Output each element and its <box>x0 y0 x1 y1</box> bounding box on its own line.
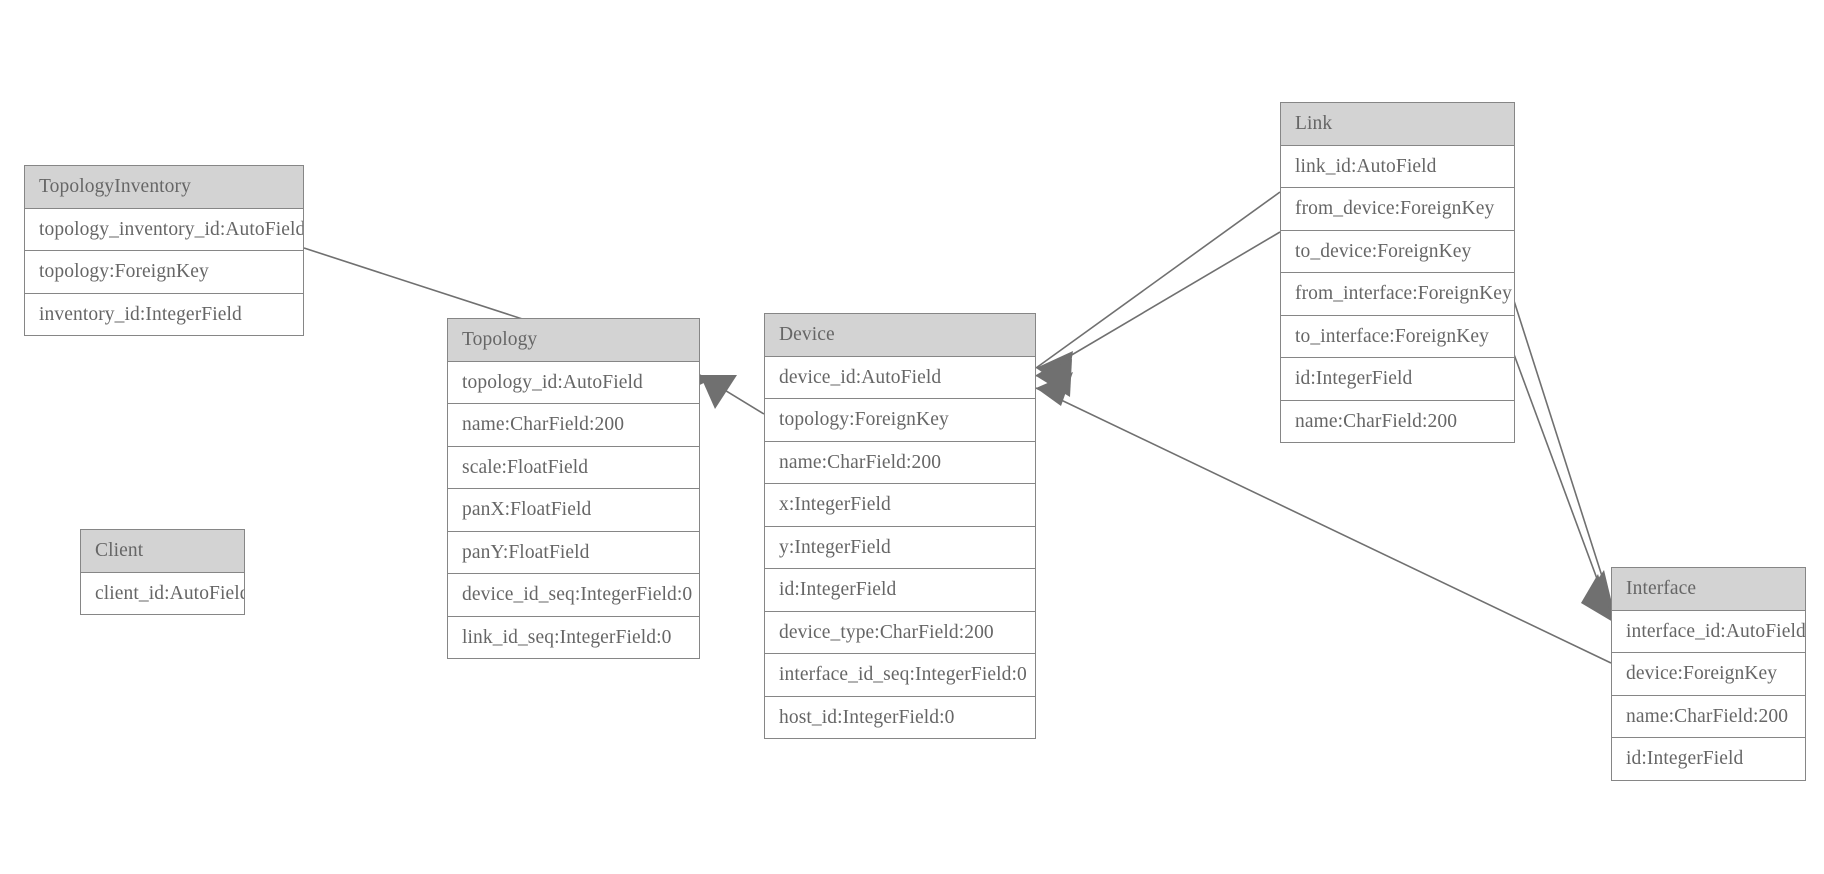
entity-attribute: topology_id:AutoField <box>448 361 699 404</box>
entity-link[interactable]: Link link_id:AutoField from_device:Forei… <box>1280 102 1515 443</box>
entity-attribute: topology:ForeignKey <box>765 399 1035 442</box>
entity-attribute: name:CharField:200 <box>765 441 1035 484</box>
entity-attribute: topology:ForeignKey <box>25 251 303 294</box>
entity-attribute: name:CharField:200 <box>1612 695 1805 738</box>
edge-link-frominterface-interface <box>1507 281 1617 621</box>
entity-attribute: host_id:IntegerField:0 <box>765 696 1035 739</box>
entity-attribute: panY:FloatField <box>448 531 699 574</box>
entity-attribute: device_type:CharField:200 <box>765 611 1035 654</box>
entity-attribute: to_device:ForeignKey <box>1281 230 1514 273</box>
entity-title: Device <box>765 314 1035 357</box>
edge-link-tointerface-interface <box>1501 321 1614 623</box>
entity-attribute: link_id_seq:IntegerField:0 <box>448 616 699 659</box>
entity-title: Client <box>81 530 244 573</box>
entity-attribute: link_id:AutoField <box>1281 145 1514 188</box>
entity-client[interactable]: Client client_id:AutoField <box>80 529 245 615</box>
entity-attribute: id:IntegerField <box>1281 358 1514 401</box>
entity-attribute: device:ForeignKey <box>1612 653 1805 696</box>
entity-attribute: device_id_seq:IntegerField:0 <box>448 574 699 617</box>
entity-title: TopologyInventory <box>25 166 303 209</box>
entity-device[interactable]: Device device_id:AutoField topology:Fore… <box>764 313 1036 739</box>
entity-interface[interactable]: Interface interface_id:AutoField device:… <box>1611 567 1806 781</box>
entity-attribute: scale:FloatField <box>448 446 699 489</box>
entity-attribute: interface_id:AutoField <box>1612 610 1805 653</box>
entity-title: Interface <box>1612 568 1805 611</box>
entity-attribute: from_interface:ForeignKey <box>1281 273 1514 316</box>
entity-attribute: inventory_id:IntegerField <box>25 293 303 336</box>
entity-attribute: device_id:AutoField <box>765 356 1035 399</box>
entity-attribute: x:IntegerField <box>765 484 1035 527</box>
entity-attribute: name:CharField:200 <box>448 404 699 447</box>
entity-title: Link <box>1281 103 1514 146</box>
entity-attribute: from_device:ForeignKey <box>1281 188 1514 231</box>
entity-attribute: topology_inventory_id:AutoField <box>25 208 303 251</box>
entity-attribute: to_interface:ForeignKey <box>1281 315 1514 358</box>
entity-topologyinventory[interactable]: TopologyInventory topology_inventory_id:… <box>24 165 304 336</box>
entity-title: Topology <box>448 319 699 362</box>
edge-link-fromdevice-device <box>1035 191 1281 389</box>
entity-attribute: interface_id_seq:IntegerField:0 <box>765 654 1035 697</box>
entity-attribute: y:IntegerField <box>765 526 1035 569</box>
entity-attribute: id:IntegerField <box>1612 738 1805 781</box>
entity-attribute: name:CharField:200 <box>1281 400 1514 443</box>
entity-attribute: id:IntegerField <box>765 569 1035 612</box>
entity-attribute: panX:FloatField <box>448 489 699 532</box>
edge-device-topology <box>699 374 765 415</box>
edge-link-todevice-device <box>1035 231 1281 397</box>
entity-topology[interactable]: Topology topology_id:AutoField name:Char… <box>447 318 700 659</box>
entity-attribute: client_id:AutoField <box>81 572 244 615</box>
